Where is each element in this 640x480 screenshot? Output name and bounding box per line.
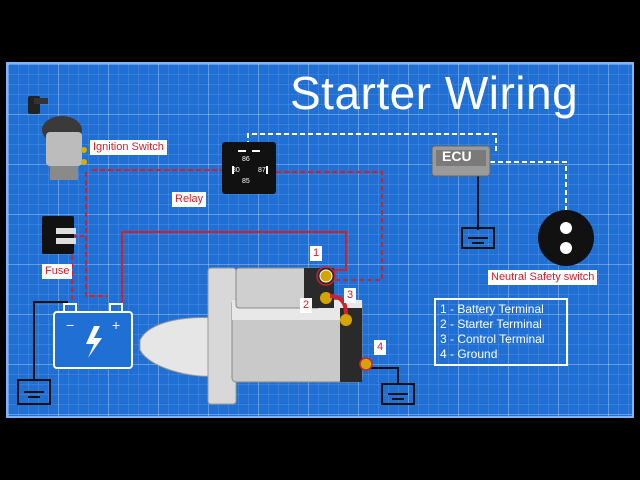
ecu-module: [431, 145, 491, 177]
terminal-number-2: 2: [300, 298, 313, 313]
relay-label: Relay: [172, 192, 207, 207]
terminal-legend: 1 - Battery Terminal 2 - Starter Termina…: [434, 298, 568, 366]
ecu-text: ECU: [442, 148, 472, 164]
ground-wires: [33, 176, 479, 384]
relay: [222, 142, 276, 194]
starter-motor: [139, 266, 373, 405]
terminal-number-3: 3: [344, 288, 357, 303]
ground-symbol-starter: [381, 383, 415, 405]
control-wires-white: [247, 133, 567, 216]
positive-wires: [121, 231, 347, 306]
relay-pin-85: 85: [242, 178, 250, 185]
fuse: [42, 216, 76, 254]
ignition-switch-label: Ignition Switch: [90, 140, 167, 155]
legend-item: 4 - Ground: [440, 347, 498, 361]
relay-pin-87: 87: [258, 167, 266, 174]
ground-symbol-battery: [17, 379, 51, 405]
ground-symbol-ecu: [461, 227, 495, 249]
relay-pin-86: 86: [242, 156, 250, 163]
relay-pin-30: 30: [232, 167, 240, 174]
diagram-title: Starter Wiring: [290, 67, 579, 119]
neutral-safety-switch-label: Neutral Safety switch: [488, 270, 598, 285]
legend-item: 1 - Battery Terminal: [440, 302, 544, 316]
svg-text:−: −: [66, 317, 74, 333]
legend-item: 3 - Control Terminal: [440, 332, 545, 346]
battery: − +: [53, 303, 133, 369]
terminal-number-1: 1: [310, 246, 323, 261]
terminal-number-4: 4: [374, 340, 387, 355]
neutral-safety-switch: [538, 210, 594, 266]
svg-text:+: +: [112, 317, 120, 333]
fuse-label: Fuse: [42, 264, 73, 279]
legend-item: 2 - Starter Terminal: [440, 317, 542, 331]
ignition-switch: [28, 96, 87, 180]
